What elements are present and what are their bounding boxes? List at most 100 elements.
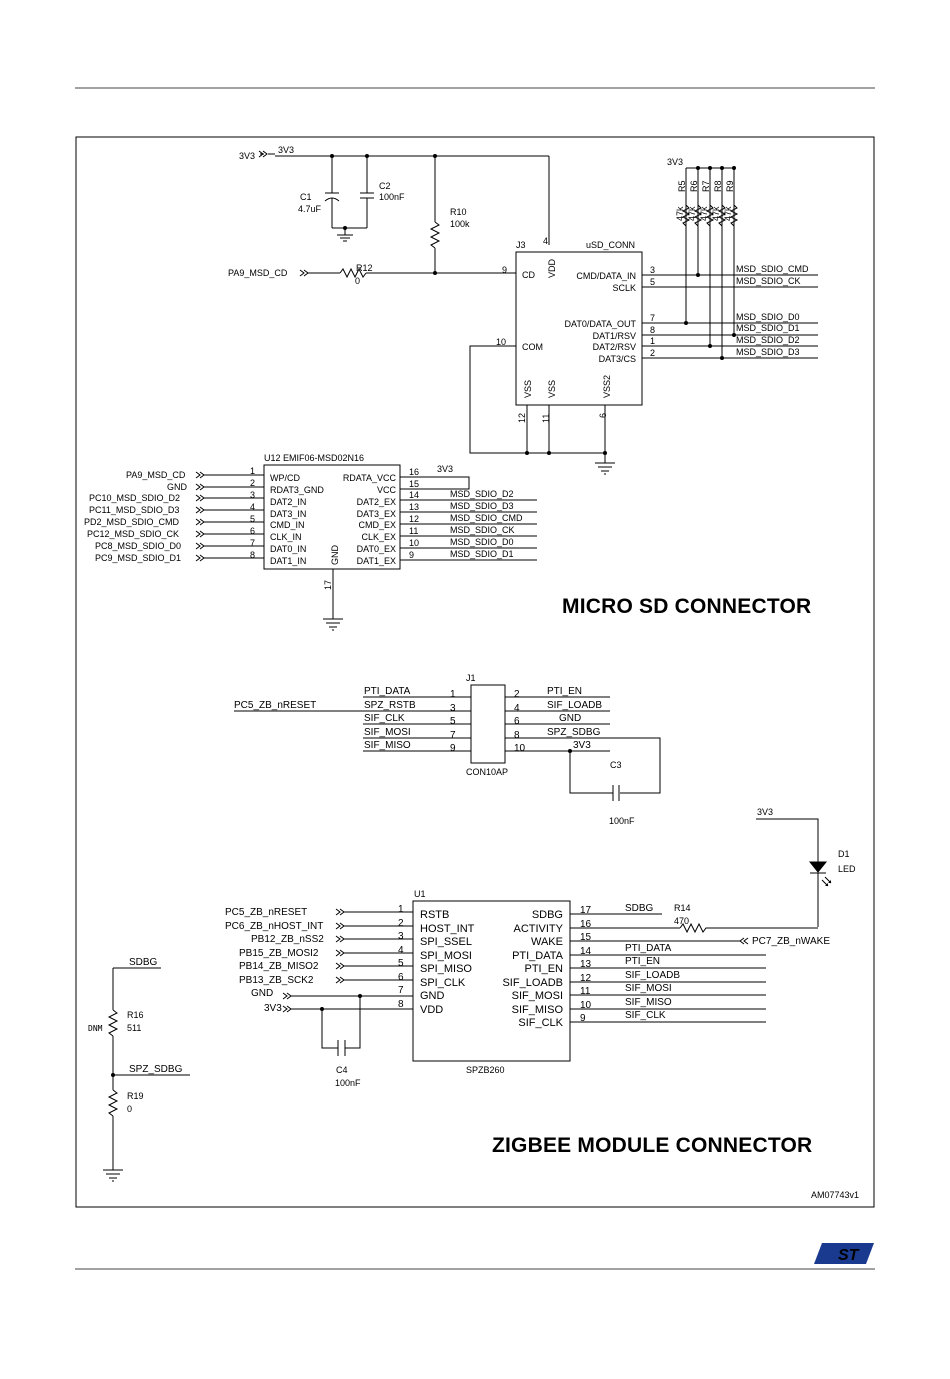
u12-pin-dat0in: DAT0_IN xyxy=(270,544,306,554)
j1-num-9: 9 xyxy=(450,743,456,754)
j1-net-sif-loadb: SIF_LOADB xyxy=(547,700,602,711)
u12-num-17: 17 xyxy=(323,580,333,590)
sdbg-net-mid: SPZ_SDBG xyxy=(129,1064,183,1075)
j3-pin-dat1: DAT1/RSV xyxy=(593,331,636,341)
net-msd-cmd: MSD_SDIO_CMD xyxy=(736,264,809,274)
u1-num-14: 14 xyxy=(580,946,592,957)
pa9-net-label: PA9_MSD_CD xyxy=(228,268,288,278)
u12-pin-vcc: VCC xyxy=(377,485,397,495)
u12-num-8: 8 xyxy=(250,550,255,560)
j1-num-2: 2 xyxy=(514,689,520,700)
net-msd-ck: MSD_SDIO_CK xyxy=(736,276,801,286)
net-msd-d2: MSD_SDIO_D2 xyxy=(736,335,800,345)
j1-net-sif-mosi: SIF_MOSI xyxy=(364,727,411,738)
u12-pin-cmdin: CMD_IN xyxy=(270,520,305,530)
u1-num-1: 1 xyxy=(398,904,404,915)
zigbee-title: ZIGBEE MODULE CONNECTOR xyxy=(492,1134,812,1157)
u1-net-sifloadb: SIF_LOADB xyxy=(625,970,680,981)
u1-num-11: 11 xyxy=(580,986,591,997)
capacitor-c3: C3 100nF xyxy=(568,737,661,826)
u12-num-7: 7 xyxy=(250,538,255,548)
sdbg-divider: SDBG R16 511 DNM SPZ_SDBG R19 0 xyxy=(88,957,190,1182)
u1-pin-sdbg: SDBG xyxy=(532,909,563,921)
cd-line: PA9_MSD_CD R12 0 xyxy=(228,263,516,286)
r9-val: 47k xyxy=(723,206,733,221)
d1-value: LED xyxy=(838,864,856,874)
u12-net-4: PC11_MSD_SDIO_D3 xyxy=(89,505,179,515)
u1-net-mosi2: PB15_ZB_MOSI2 xyxy=(239,948,319,959)
r10-value: 100k xyxy=(450,219,470,229)
st-logo: ST xyxy=(814,1243,874,1264)
u1-num-12: 12 xyxy=(580,973,592,984)
j3-num-1: 1 xyxy=(650,336,655,346)
j1-net-sif-clk: SIF_CLK xyxy=(364,713,405,724)
u12-pin-dat2ex: DAT2_EX xyxy=(357,497,396,507)
c4-value: 100nF xyxy=(335,1078,361,1088)
j3-num-3: 3 xyxy=(650,265,655,275)
u12-net-6: PC12_MSD_SDIO_CK xyxy=(87,529,179,539)
c4-ref: C4 xyxy=(336,1065,348,1075)
u1-pin-rstb: RSTB xyxy=(420,909,449,921)
u12-net-d2: MSD_SDIO_D2 xyxy=(450,489,514,499)
d1-ref: D1 xyxy=(838,849,850,859)
u1-num-17: 17 xyxy=(580,905,592,916)
j3-num-cd: 9 xyxy=(502,265,507,275)
j3-num-7: 7 xyxy=(650,313,655,323)
u1-pin-ptien: PTI_EN xyxy=(524,963,563,975)
j3-pin-dat3: DAT3/CS xyxy=(599,354,636,364)
capacitor-c2: C2 100nF xyxy=(360,156,405,228)
u1-pin-wake: WAKE xyxy=(531,936,563,948)
r12-value: 0 xyxy=(355,276,360,286)
u1-pin-gnd: GND xyxy=(420,990,445,1002)
u1-pin-sifloadb: SIF_LOADB xyxy=(502,977,563,989)
u12-net-5: PD2_MSD_SDIO_CMD xyxy=(84,517,180,527)
c2-value: 100nF xyxy=(379,192,405,202)
j3-pin-sclk: SCLK xyxy=(612,283,636,293)
u12-pin-rdatavcc: RDATA_VCC xyxy=(343,473,397,483)
u12-net-3v3: 3V3 xyxy=(437,464,453,474)
u12-num-2: 2 xyxy=(250,478,255,488)
c1-value: 4.7uF xyxy=(298,204,322,214)
u1-net-sdbg: SDBG xyxy=(625,903,654,914)
r5-ref: R5 xyxy=(677,180,687,192)
u1-net-hostint: PC6_ZB_nHOST_INT xyxy=(225,921,323,932)
u1-num-5: 5 xyxy=(398,958,404,969)
u12-pin-dat3in: DAT3_IN xyxy=(270,509,306,519)
u1-left-nets: PC5_ZB_nRESET PC6_ZB_nHOST_INT PB12_ZB_n… xyxy=(225,907,413,1088)
r6-ref: R6 xyxy=(689,180,699,192)
u12-pin-rdat3: RDAT3_GND xyxy=(270,485,324,495)
u1-num-9: 9 xyxy=(580,1013,586,1024)
net-3v3-label: 3V3 xyxy=(239,151,255,161)
u12-net-2: GND xyxy=(167,482,188,492)
u1-num-7: 7 xyxy=(398,985,404,996)
j3-pin-dat2: DAT2/RSV xyxy=(593,342,636,352)
u1-pin-vdd: VDD xyxy=(420,1004,443,1016)
r16-dnm: DNM xyxy=(88,1024,103,1033)
r19-ref: R19 xyxy=(127,1091,144,1101)
r12-ref: R12 xyxy=(356,263,373,273)
j1-num-1: 1 xyxy=(450,689,456,700)
u12-net-ck: MSD_SDIO_CK xyxy=(450,525,515,535)
j1-num-5: 5 xyxy=(450,716,456,727)
j1-name: CON10AP xyxy=(466,767,508,777)
u12-num-4: 4 xyxy=(250,502,255,512)
u1-pin-spimiso: SPI_MISO xyxy=(420,963,472,975)
u1-num-6: 6 xyxy=(398,972,404,983)
u1-pin-ptidata: PTI_DATA xyxy=(512,950,564,962)
r16-value: 511 xyxy=(127,1023,141,1033)
r14-ref: R14 xyxy=(674,903,691,913)
u1-num-3: 3 xyxy=(398,931,404,942)
u1-num-4: 4 xyxy=(398,945,404,956)
u1-pin-sifmosi: SIF_MOSI xyxy=(512,990,563,1002)
j3-pin-dat0: DAT0/DATA_OUT xyxy=(564,319,636,329)
u12-num-6: 6 xyxy=(250,526,255,536)
j3-num-vss2: 11 xyxy=(541,414,551,423)
u12-label: U12 EMIF06-MSD02N16 xyxy=(264,453,364,463)
u12-num-1: 1 xyxy=(250,466,255,476)
connector-j3: J3 uSD_CONN CD 9 VDD 4 COM 10 VSS VSS VS… xyxy=(496,236,655,423)
u1-pin-spimosi: SPI_MOSI xyxy=(420,950,472,962)
net-msd-d0: MSD_SDIO_D0 xyxy=(736,312,800,322)
pullup-resistors: 3V3 R5 R6 R7 R8 R9 47k 47k 47k 47k 47k xyxy=(667,157,739,360)
u1-pin-sifclk: SIF_CLK xyxy=(518,1017,563,1029)
